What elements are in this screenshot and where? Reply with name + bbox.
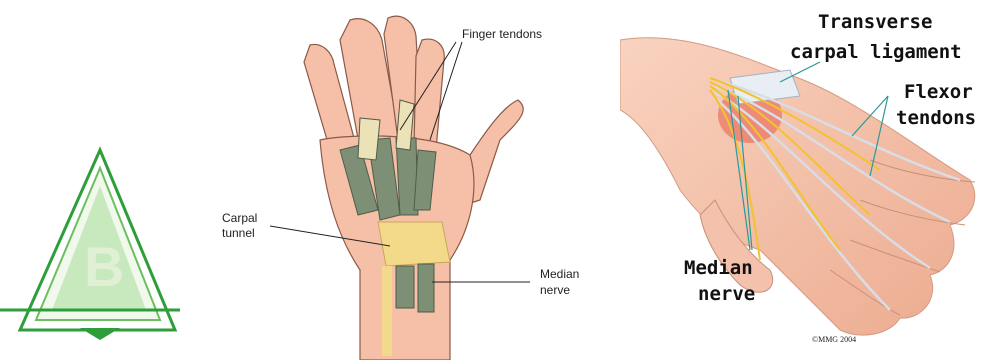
logo-pointer xyxy=(80,328,120,340)
carpal-tunnel xyxy=(378,222,450,266)
median-nerve-shape xyxy=(382,266,392,356)
logo-letter: B xyxy=(84,235,124,298)
tendon xyxy=(358,118,380,160)
label-transverse-1: Transverse xyxy=(818,11,932,33)
label-flexor-1: Flexor xyxy=(904,81,973,103)
finger-ring xyxy=(414,39,444,150)
logo: B xyxy=(0,140,180,360)
label-flexor-2: tendons xyxy=(896,107,976,129)
label-median-2: nerve xyxy=(698,283,755,305)
tendon xyxy=(396,266,414,308)
palm-illustration: Finger tendons Carpal tunnel Median nerv… xyxy=(200,0,620,360)
wrist-diagram: Transverse carpal ligament Flexor tendon… xyxy=(620,0,992,360)
label-carpal-tunnel-2: tunnel xyxy=(222,226,255,240)
copyright-credit: ©MMG 2004 xyxy=(812,335,856,344)
label-median-nerve-2: nerve xyxy=(540,283,570,297)
logo-mark: B xyxy=(0,140,180,360)
label-median-1: Median xyxy=(684,257,753,279)
wrist-illustration: Transverse carpal ligament Flexor tendon… xyxy=(620,0,992,360)
label-carpal-tunnel-1: Carpal xyxy=(222,211,257,225)
palm-diagram: Finger tendons Carpal tunnel Median nerv… xyxy=(200,0,620,360)
label-finger-tendons: Finger tendons xyxy=(462,27,542,41)
tendon xyxy=(418,264,434,312)
label-transverse-2: carpal ligament xyxy=(790,41,962,63)
label-median-nerve-1: Median xyxy=(540,267,579,281)
